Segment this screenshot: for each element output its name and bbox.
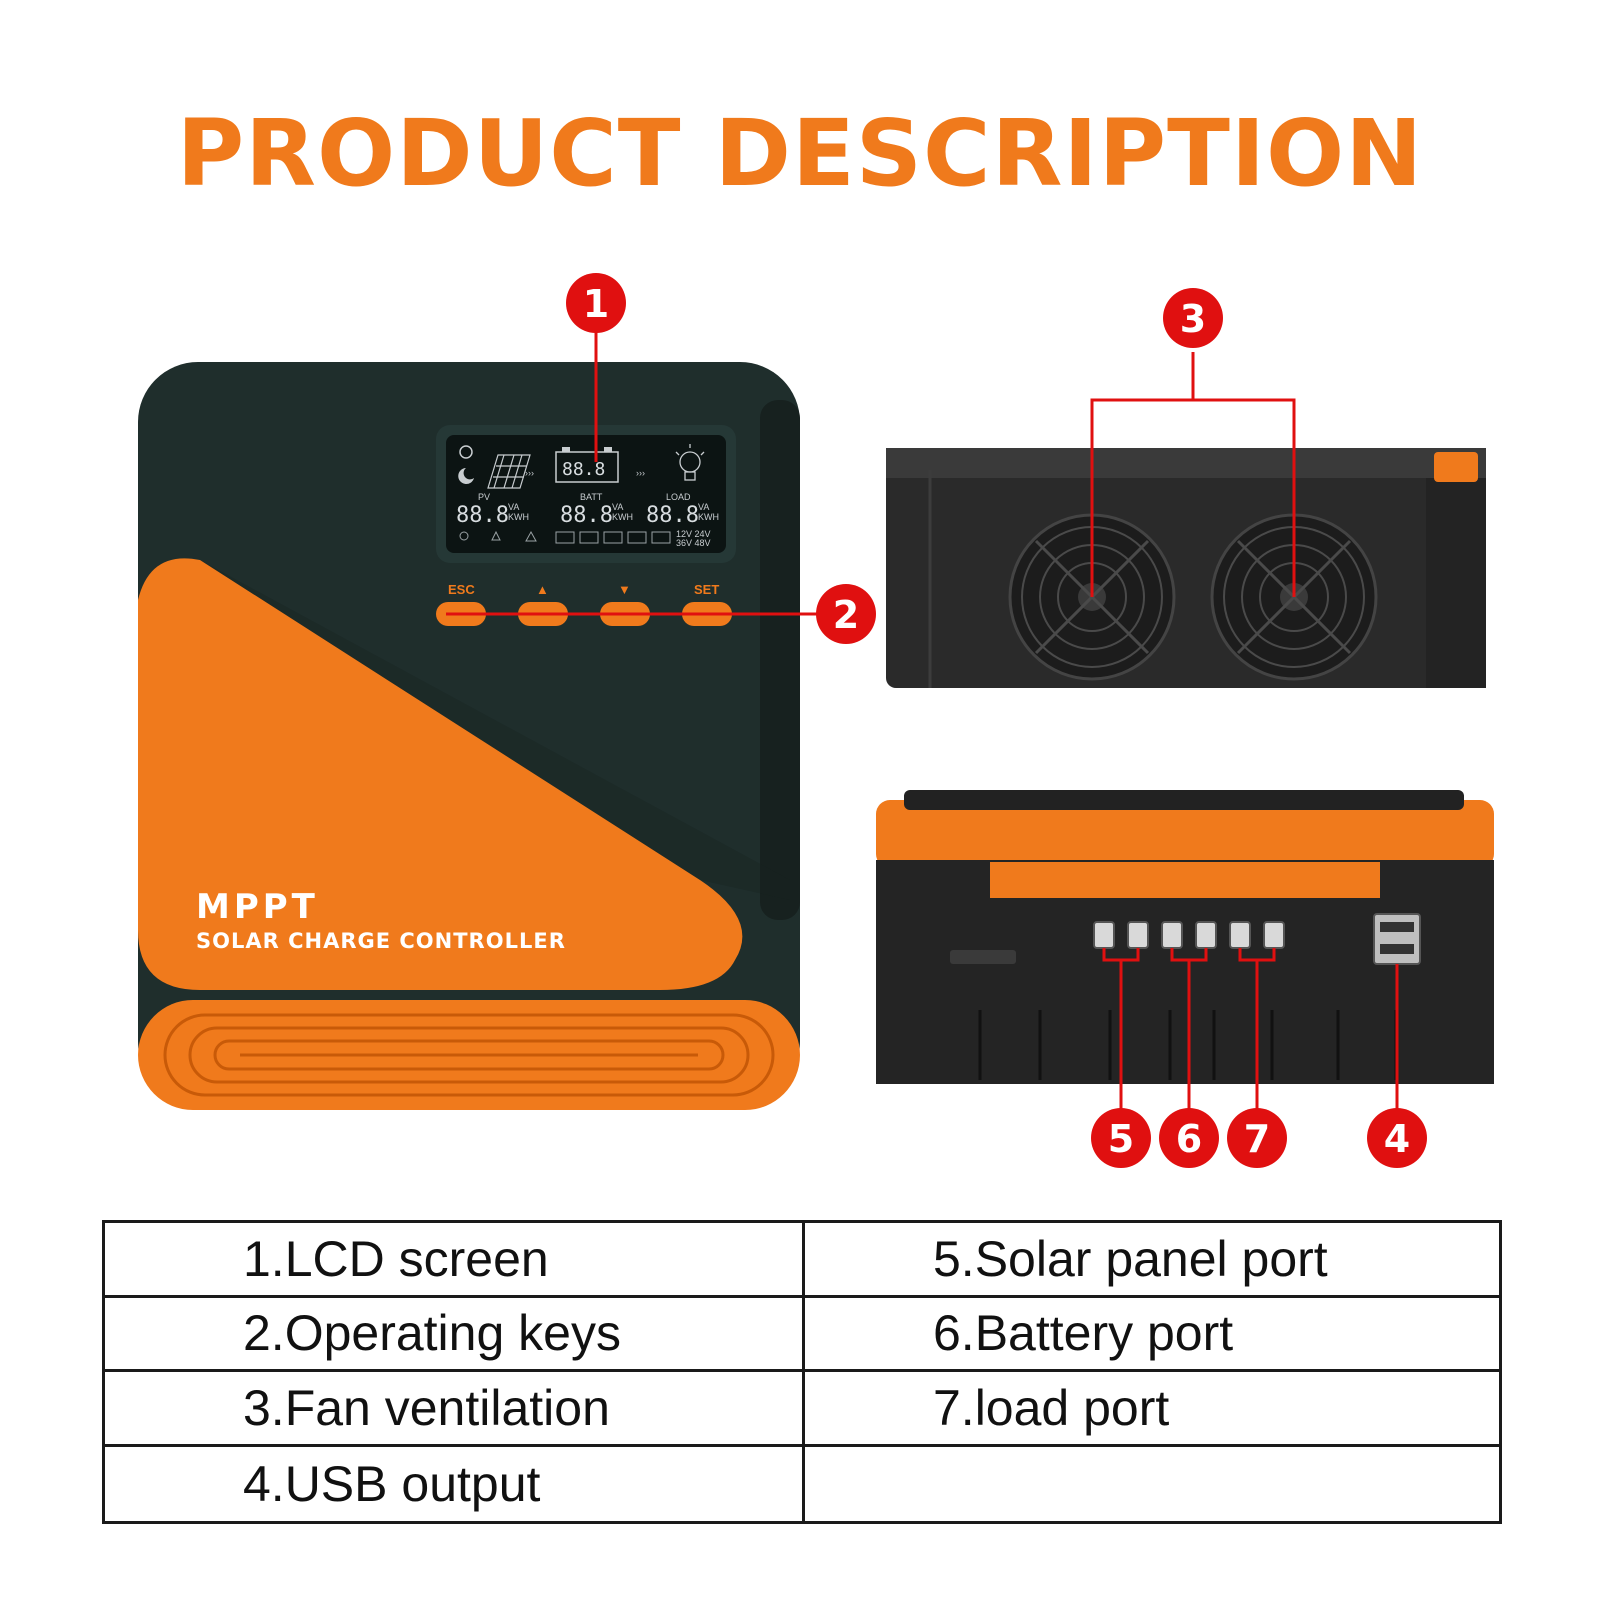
callout-number: 5 [1108, 1117, 1134, 1161]
key-label-esc: ESC [448, 582, 475, 597]
brand-mppt: MPPT [196, 887, 319, 927]
page-title: PRODUCT DESCRIPTION [176, 100, 1424, 207]
lcd-voltage-top: 12V 24V [676, 529, 711, 539]
battery-port-neg [1161, 921, 1183, 949]
bulb-icon [675, 444, 705, 481]
lcd-pv-label: PV [478, 492, 490, 502]
battery-icon: 88.8 [555, 447, 619, 483]
callout-badge-5: 5 [1091, 1108, 1151, 1168]
product-illustration: ››› 88.8 ››› PV BATT LOAD 88.8 VA KW [138, 273, 1494, 1168]
callout-badge-1: 1 [566, 273, 626, 333]
legend-item: 1.LCD screen [105, 1223, 805, 1298]
lcd-screen: ››› 88.8 ››› PV BATT LOAD 88.8 VA KW [436, 425, 736, 563]
moon-icon [458, 468, 474, 484]
lcd-unit: VA [508, 502, 519, 512]
callout-number: 2 [833, 593, 859, 637]
svg-text:›››: ››› [636, 468, 645, 478]
lcd-voltage-bottom: 36V 48V [676, 538, 711, 548]
svg-text:›››: ››› [525, 468, 534, 478]
battery-port-pos [1195, 921, 1217, 949]
legend-item: 7.load port [805, 1372, 1499, 1447]
callout-number: 7 [1244, 1117, 1270, 1161]
lcd-unit: KWH [612, 512, 633, 522]
legend-item: 3.Fan ventilation [105, 1372, 805, 1447]
solar-panel-port-pos [1127, 921, 1149, 949]
callout-lines [446, 326, 1399, 1112]
callout-number: 6 [1176, 1117, 1202, 1161]
lcd-batt-top-value: 88.8 [562, 459, 605, 480]
callout-badge-3: 3 [1163, 288, 1223, 348]
callout-badge-7: 7 [1227, 1108, 1287, 1168]
callout-number: 3 [1180, 297, 1206, 341]
lcd-unit: KWH [508, 512, 529, 522]
solar-panel-icon [487, 454, 531, 489]
lcd-unit: VA [612, 502, 623, 512]
legend-item: 2.Operating keys [105, 1297, 805, 1372]
usb-output-ports [1373, 913, 1421, 965]
brand-subtitle: SOLAR CHARGE CONTROLLER [196, 929, 566, 953]
load-port-pos [1263, 921, 1285, 949]
key-label-up: ▲ [536, 582, 549, 597]
legend-item: 6.Battery port [805, 1298, 1499, 1372]
load-port-neg [1229, 921, 1251, 949]
orange-triangle-panel [138, 558, 743, 990]
lcd-load-value: 88.8 [646, 503, 699, 528]
sun-icon [459, 445, 473, 459]
controller-terminal-view [876, 790, 1494, 1084]
lcd-unit: KWH [698, 512, 719, 522]
callout-badge-6: 6 [1159, 1108, 1219, 1168]
lcd-batt-label: BATT [580, 492, 603, 502]
lcd-load-label: LOAD [666, 492, 691, 502]
key-label-set: SET [694, 582, 719, 597]
key-label-down: ▼ [618, 582, 631, 597]
solar-panel-port-neg [1093, 921, 1115, 949]
controller-front-view: ››› 88.8 ››› PV BATT LOAD 88.8 VA KW [138, 362, 800, 1110]
lcd-batt-value: 88.8 [560, 503, 613, 528]
legend-item-empty [805, 1447, 1499, 1522]
callout-badge-4: 4 [1367, 1108, 1427, 1168]
controller-fan-side-view [886, 448, 1486, 688]
callout-number: 4 [1384, 1117, 1410, 1161]
legend-table: 1.LCD screen 5.Solar panel port 2.Operat… [102, 1220, 1502, 1524]
legend-item: 5.Solar panel port [805, 1223, 1499, 1298]
callout-badge-2: 2 [816, 584, 876, 644]
lcd-pv-value: 88.8 [456, 503, 509, 528]
legend-item: 4.USB output [105, 1446, 805, 1521]
lcd-unit: VA [698, 502, 709, 512]
terminal-block [1093, 921, 1285, 949]
callout-number: 1 [583, 282, 609, 326]
